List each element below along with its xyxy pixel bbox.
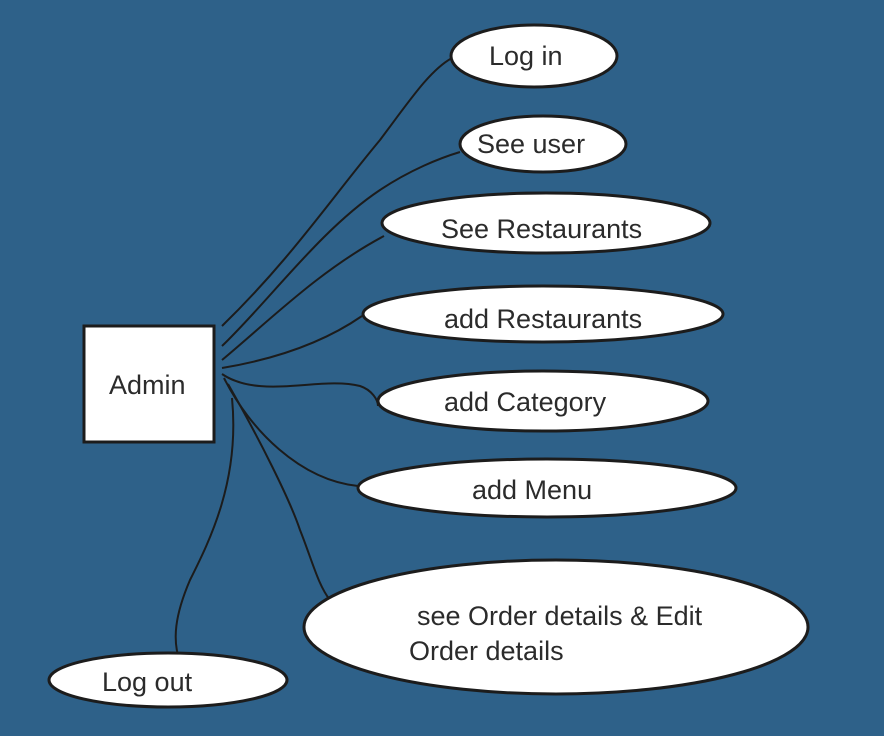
- line-admin-add-category: [221, 373, 379, 407]
- line-admin-log-out: [174, 397, 235, 663]
- association-lines: [174, 57, 461, 663]
- use-case-add-restaurants: add Restaurants: [361, 284, 725, 344]
- use-case-label: Log in: [489, 41, 563, 71]
- line-admin-order-details: [227, 383, 331, 601]
- actor-admin: Admin: [82, 324, 216, 444]
- line-admin-see-user: [221, 151, 461, 347]
- use-case-label: add Restaurants: [444, 304, 642, 334]
- actor-box: [82, 324, 216, 444]
- use-case-log-in: Log in: [449, 23, 619, 89]
- use-case-ellipse: [361, 284, 725, 344]
- use-case-label: add Category: [444, 387, 607, 417]
- use-case-ellipse: [376, 369, 710, 433]
- use-case-label: Log out: [102, 667, 193, 697]
- use-case-order-details: see Order details & Edit Order details: [302, 558, 810, 696]
- use-case-label-line2: Order details: [409, 636, 564, 666]
- use-case-ellipse: [380, 191, 712, 255]
- use-case-log-out: Log out: [47, 651, 289, 709]
- line-admin-add-restaurants: [221, 315, 363, 369]
- use-case-label: See Restaurants: [441, 214, 642, 244]
- use-case-ellipse: [356, 457, 738, 519]
- use-case-label-line1: see Order details & Edit: [417, 601, 703, 631]
- use-case-ellipse: [458, 114, 628, 174]
- use-case-ellipse: [302, 558, 810, 696]
- actor-label: Admin: [109, 370, 186, 400]
- use-case-see-user: See user: [458, 114, 628, 174]
- use-case-add-category: add Category: [376, 369, 710, 433]
- use-case-ellipse: [449, 23, 619, 89]
- use-case-label: add Menu: [472, 475, 592, 505]
- line-admin-login: [221, 57, 453, 327]
- use-case-label: See user: [477, 129, 585, 159]
- use-case-ellipse: [47, 651, 289, 709]
- use-case-add-menu: add Menu: [356, 457, 738, 519]
- line-admin-see-restaurants: [221, 235, 385, 361]
- use-case-see-restaurants: See Restaurants: [380, 191, 712, 255]
